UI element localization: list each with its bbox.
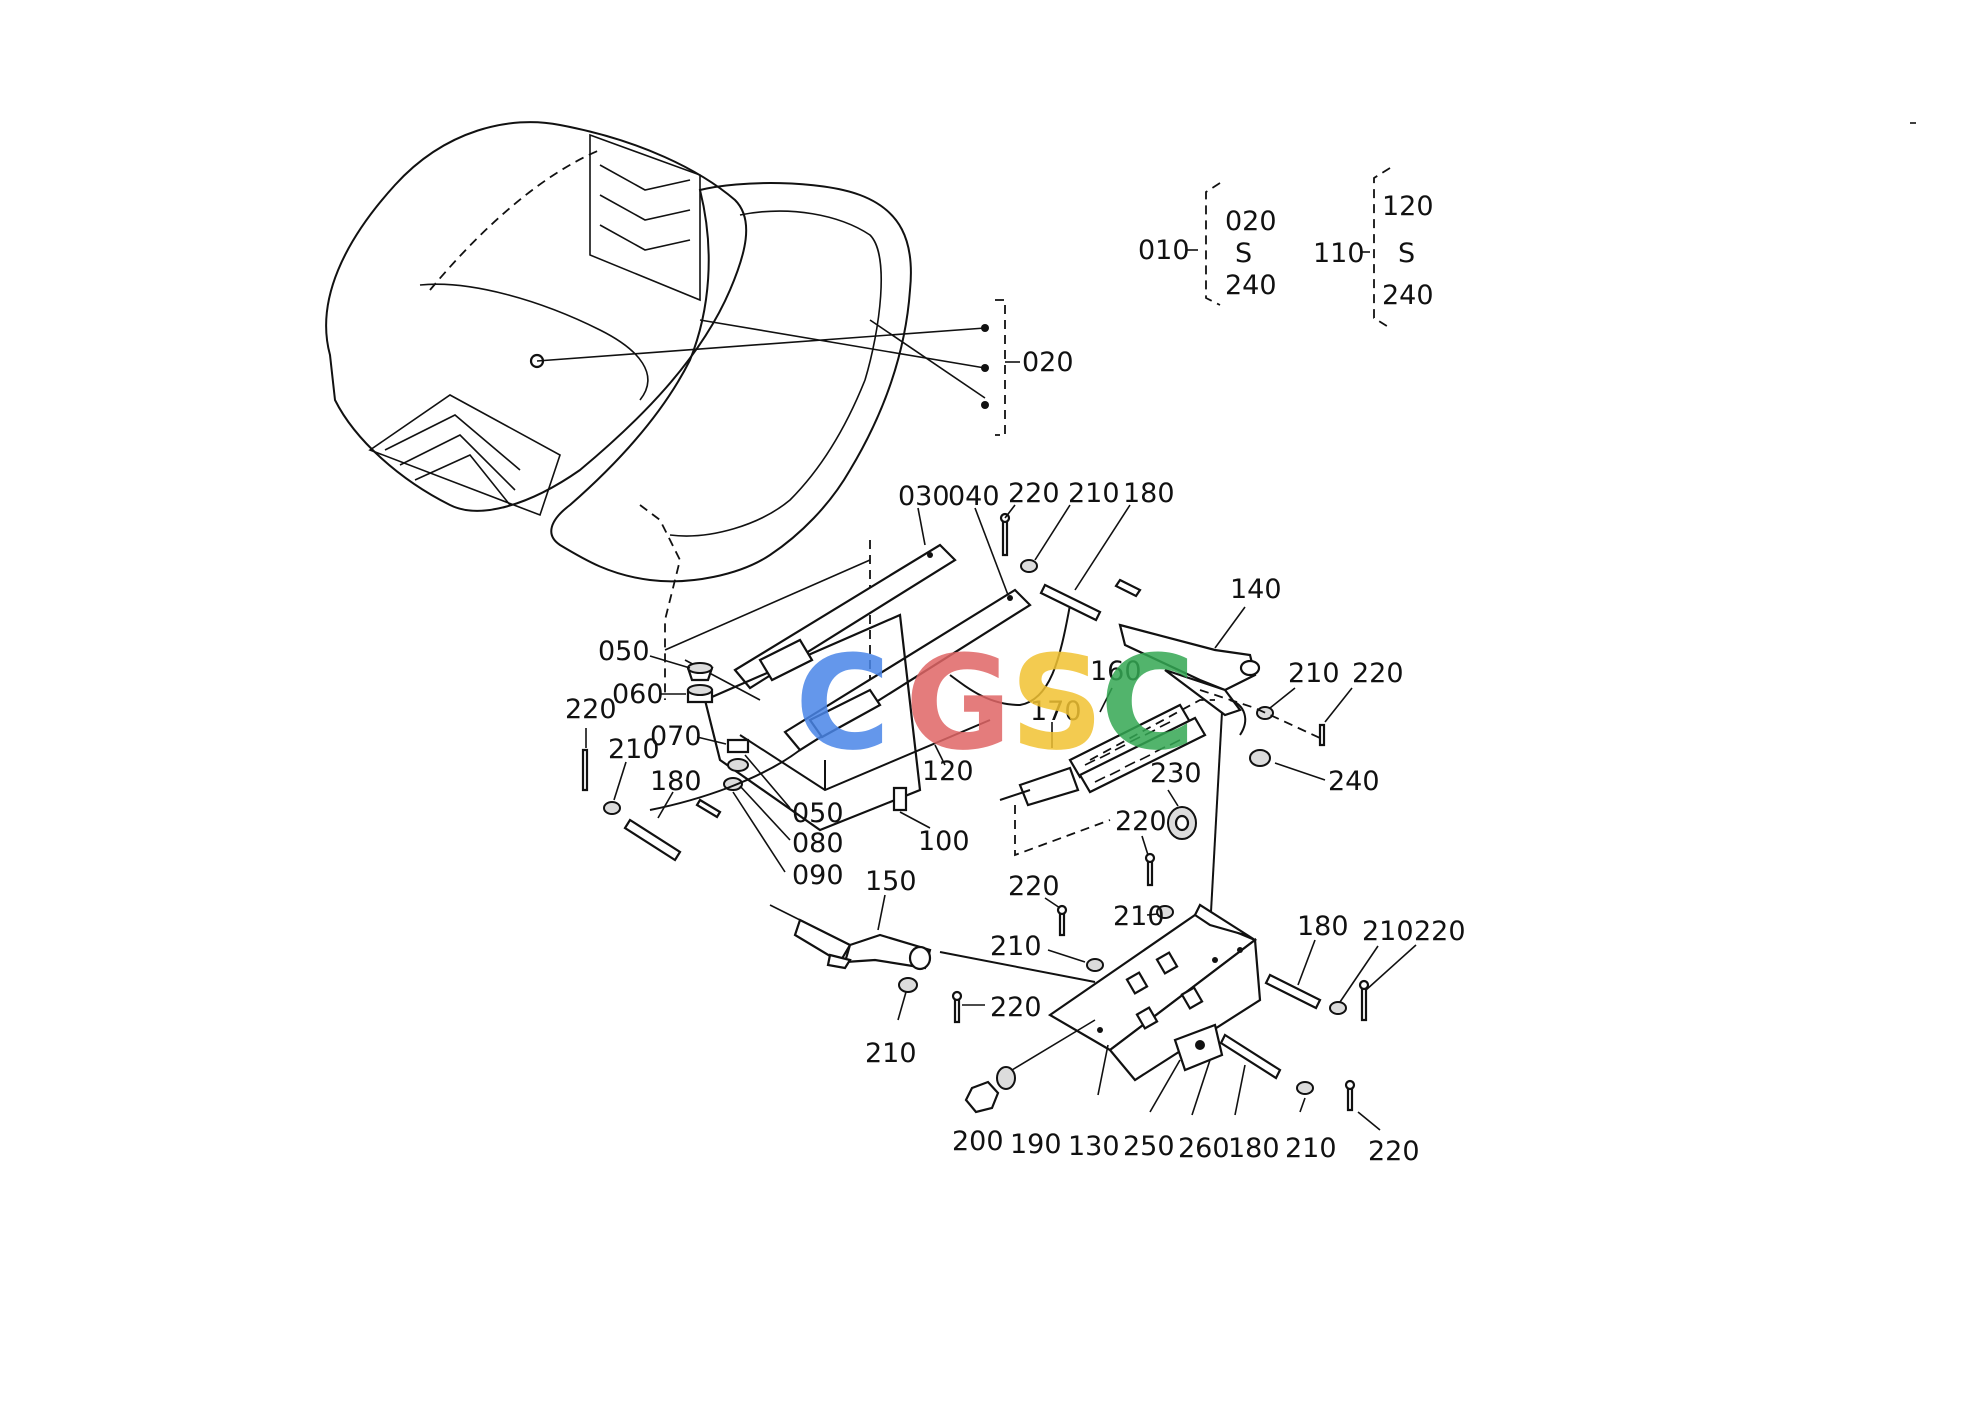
label-260: 260 <box>1178 1133 1230 1164</box>
label-040: 040 <box>948 481 1000 512</box>
key-group-110-from: 120 <box>1382 191 1434 222</box>
label-080: 080 <box>792 828 844 859</box>
label-120: 120 <box>922 756 974 787</box>
label-180-bottom: 180 <box>1228 1133 1280 1164</box>
base-bracket-130 <box>1047 903 1262 1082</box>
key-group-110-id: 110 <box>1313 238 1365 269</box>
slide-rails <box>684 543 1032 832</box>
watermark-letter-c2: C <box>1100 627 1195 779</box>
key-group-010: 010 020 S 240 <box>1138 182 1277 306</box>
key-group-110: 110 120 S 240 <box>1313 167 1434 329</box>
label-210-left: 210 <box>608 734 660 765</box>
watermark-letter-g: G <box>905 627 1012 779</box>
key-group-110-tilde: S <box>1398 238 1415 269</box>
label-220-left: 220 <box>565 694 617 725</box>
label-090: 090 <box>792 860 844 891</box>
label-130: 130 <box>1068 1131 1120 1162</box>
label-220-right: 220 <box>1352 658 1404 689</box>
label-020-seat: 020 <box>1022 347 1074 378</box>
label-210-mid2: 210 <box>865 1038 917 1069</box>
label-050-b: 050 <box>792 798 844 829</box>
label-240: 240 <box>1328 766 1380 797</box>
label-210-mid: 210 <box>1113 901 1165 932</box>
label-180-right: 180 <box>1297 911 1349 942</box>
label-210-right: 210 <box>1288 658 1340 689</box>
key-group-110-to: 240 <box>1382 280 1434 311</box>
label-190: 190 <box>1010 1129 1062 1160</box>
label-200: 200 <box>952 1126 1004 1157</box>
left-mount-hardware <box>581 662 801 862</box>
label-180-left: 180 <box>650 766 702 797</box>
label-210-b: 210 <box>990 931 1042 962</box>
label-220-mid2: 220 <box>1008 871 1060 902</box>
label-220-b: 220 <box>990 992 1042 1023</box>
label-180-top: 180 <box>1123 478 1175 509</box>
label-220-bottom2: 220 <box>1368 1136 1420 1167</box>
label-250: 250 <box>1123 1131 1175 1162</box>
link-arm-150 <box>769 904 1096 983</box>
label-060: 060 <box>612 679 664 710</box>
label-210-top: 210 <box>1068 478 1120 509</box>
label-210-bottom2: 210 <box>1285 1133 1337 1164</box>
label-220-right2: 220 <box>1414 916 1466 947</box>
label-150: 150 <box>865 866 917 897</box>
label-220-mid: 220 <box>1115 806 1167 837</box>
key-group-010-id: 010 <box>1138 235 1190 266</box>
label-170: 170 <box>1030 696 1082 727</box>
label-050-a: 050 <box>598 636 650 667</box>
label-230: 230 <box>1150 758 1202 789</box>
label-140: 140 <box>1230 574 1282 605</box>
key-group-010-to: 240 <box>1225 270 1277 301</box>
seat-back-chevron-panel <box>589 133 701 302</box>
suspension-springs <box>999 699 1215 857</box>
watermark-letter-s: S <box>1010 627 1104 779</box>
label-100: 100 <box>918 826 970 857</box>
label-160: 160 <box>1090 656 1142 687</box>
label-210-right2: 210 <box>1362 916 1414 947</box>
watermark-letter-c: C <box>795 627 890 779</box>
seat-cushion-drawing <box>325 121 1020 583</box>
label-030: 030 <box>898 481 950 512</box>
label-070: 070 <box>650 721 702 752</box>
key-group-010-tilde: S <box>1235 238 1252 269</box>
link-arm-140 <box>1118 623 1261 736</box>
seat-bottom-chevron-panel <box>368 394 561 517</box>
key-group-010-from: 020 <box>1225 206 1277 237</box>
label-220-top: 220 <box>1008 478 1060 509</box>
watermark: C G S C <box>795 627 1195 779</box>
